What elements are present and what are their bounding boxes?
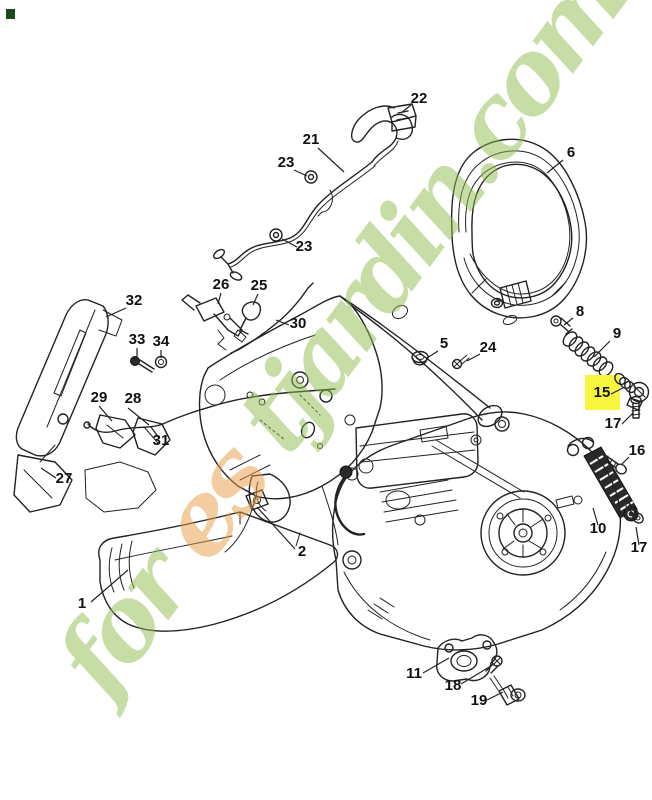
callout-10: 10 bbox=[590, 520, 607, 537]
part-handle-housing bbox=[198, 295, 510, 553]
callout-19: 19 bbox=[471, 692, 488, 709]
leader-lines bbox=[40, 104, 640, 701]
callout-27: 27 bbox=[56, 470, 73, 487]
callout-23-upper: 23 bbox=[278, 154, 295, 171]
part-front-handle bbox=[450, 138, 588, 325]
part-switch-assembly bbox=[181, 294, 243, 351]
callout-6: 6 bbox=[567, 144, 575, 161]
svg-text:for es tjardin.com: for es tjardin.com bbox=[29, 0, 648, 721]
part-throttle-rod bbox=[87, 388, 336, 433]
part-screw-17-lower bbox=[625, 502, 644, 524]
callout-33: 33 bbox=[129, 331, 146, 348]
part-detent-15 bbox=[614, 372, 650, 411]
part-bolt-19 bbox=[489, 675, 526, 706]
callout-1: 1 bbox=[78, 595, 86, 612]
watermark: for es tjardin.com bbox=[29, 0, 648, 721]
callout-8: 8 bbox=[576, 303, 584, 320]
part-rod-end bbox=[83, 421, 91, 429]
callout-11: 11 bbox=[406, 665, 422, 682]
callout-29: 29 bbox=[91, 389, 108, 406]
part-screw-16 bbox=[603, 454, 627, 475]
part-screw-17-upper bbox=[630, 395, 642, 419]
callout-34: 34 bbox=[153, 333, 170, 350]
callout-25: 25 bbox=[251, 277, 268, 294]
callout-16: 16 bbox=[629, 442, 646, 459]
callout-26: 26 bbox=[213, 276, 230, 293]
callout-21: 21 bbox=[303, 131, 320, 148]
callout-labels: 22 21 23 23 6 32 26 25 30 33 34 5 24 8 9… bbox=[56, 90, 648, 709]
callout-17-upper: 17 bbox=[605, 415, 622, 432]
callout-17-lower: 17 bbox=[631, 539, 648, 556]
part-screw-18 bbox=[485, 655, 503, 674]
callout-2: 2 bbox=[298, 543, 306, 560]
callout-9: 9 bbox=[613, 325, 621, 342]
callout-18: 18 bbox=[445, 677, 462, 694]
callout-22: 22 bbox=[411, 90, 428, 107]
part-spring-screw-set-top bbox=[550, 315, 614, 377]
part-oil-pump-cover bbox=[436, 634, 498, 682]
callout-24: 24 bbox=[480, 339, 497, 356]
part-wiring-harness bbox=[212, 103, 417, 281]
callout-32: 32 bbox=[126, 292, 143, 309]
part-contact-spring bbox=[233, 301, 262, 343]
part-engine-assembly bbox=[331, 411, 622, 651]
corner-mark bbox=[6, 9, 15, 19]
part-hand-guard bbox=[15, 299, 123, 457]
part-rear-grip bbox=[98, 511, 339, 632]
callout-28: 28 bbox=[125, 390, 142, 407]
callout-5: 5 bbox=[440, 335, 448, 352]
callout-30: 30 bbox=[290, 315, 307, 332]
part-brake-levers bbox=[13, 413, 171, 513]
callout-31: 31 bbox=[153, 432, 170, 449]
callout-15-highlighted: 15 bbox=[594, 384, 611, 401]
part-screw-33-nut-34 bbox=[130, 355, 168, 373]
callout-23-lower: 23 bbox=[296, 238, 313, 255]
